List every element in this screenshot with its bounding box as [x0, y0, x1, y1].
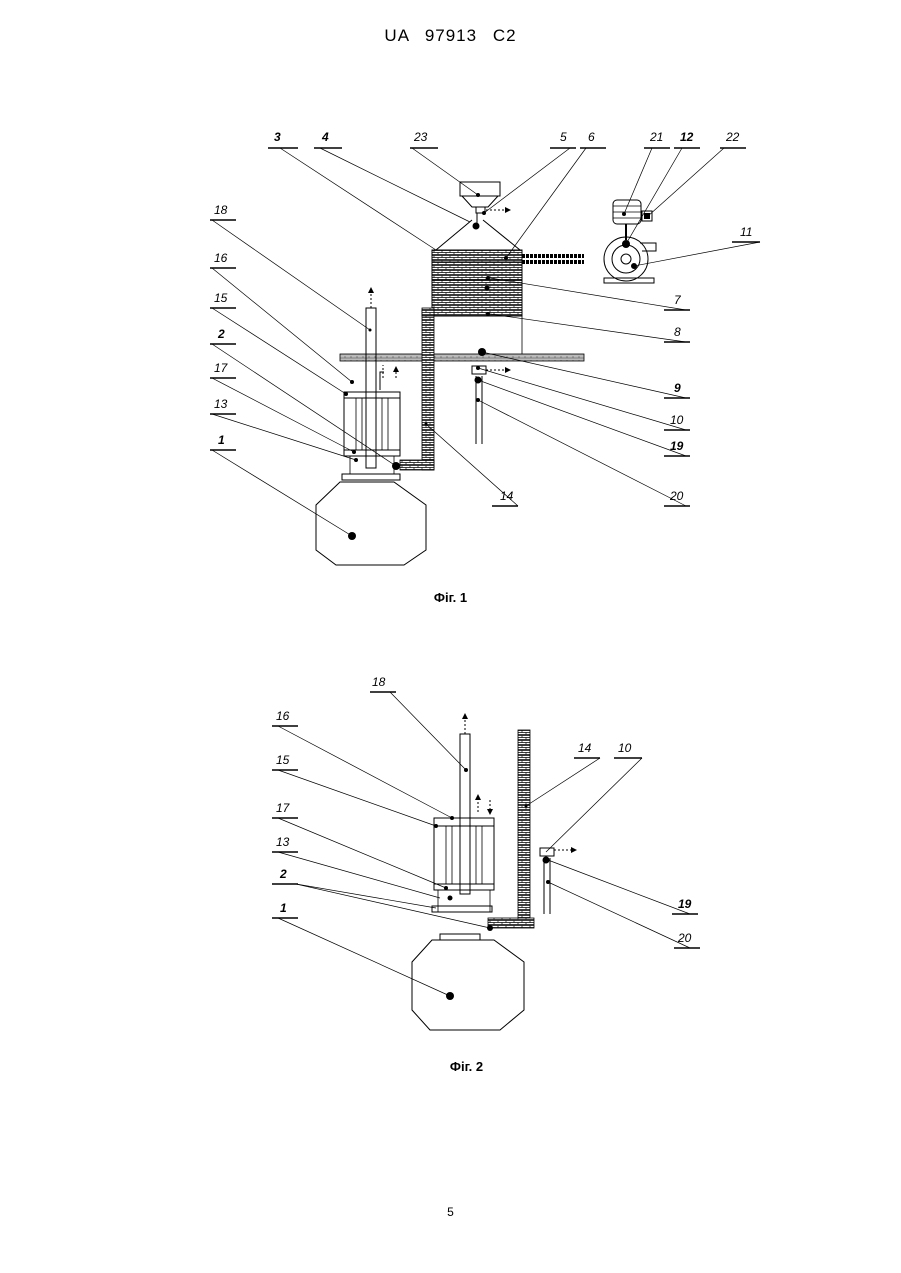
hopper-23 [460, 182, 510, 213]
fig2-label-20: 20 [677, 931, 692, 945]
figure-2-caption: Фіг. 2 [0, 1059, 901, 1074]
fig1-label-23: 23 [413, 130, 428, 144]
fig1-label-16: 16 [214, 251, 228, 265]
figure-1-caption: Фіг. 1 [0, 590, 901, 605]
fig1-label-8: 8 [674, 325, 681, 339]
fig2-label-17: 17 [276, 801, 291, 815]
vessel-1 [316, 482, 426, 565]
fig1-label-2: 2 [217, 327, 225, 341]
fig2-label-1: 1 [280, 901, 287, 915]
fig1-label-15: 15 [214, 291, 228, 305]
fig2-label-19: 19 [678, 897, 692, 911]
slab [340, 354, 584, 361]
fig1-label-13: 13 [214, 397, 228, 411]
fig1-label-20: 20 [669, 489, 684, 503]
vent-pipe-18 [366, 288, 396, 468]
fig1-label-3: 3 [274, 130, 281, 144]
marker-dots [344, 193, 650, 540]
fig1-label-17: 17 [214, 361, 229, 375]
fig2-label-15: 15 [276, 753, 290, 767]
fig2-label-18: 18 [372, 675, 386, 689]
fig1-label-6: 6 [588, 130, 595, 144]
fig2-label-16: 16 [276, 709, 290, 723]
fig2-label-14: 14 [578, 741, 592, 755]
fig1-label-7: 7 [674, 293, 682, 307]
figure-2: 18 16 15 17 13 2 1 14 10 19 20 [272, 675, 700, 1030]
fig2-label-13: 13 [276, 835, 290, 849]
fig1-label-21: 21 [649, 130, 663, 144]
fig1-label-11: 11 [740, 225, 752, 239]
pump-assembly [604, 200, 656, 283]
fig1-label-9: 9 [674, 381, 681, 395]
brick-furnace [432, 250, 584, 356]
feed-cone-5 [436, 213, 520, 250]
figure-1: 3 4 23 5 6 21 12 22 11 7 8 9 10 19 20 14… [210, 130, 760, 565]
fig1-label-5: 5 [560, 130, 567, 144]
fig1-label-10: 10 [670, 413, 684, 427]
fig1-label-22: 22 [725, 130, 740, 144]
fig1-label-14: 14 [500, 489, 514, 503]
fig1-label-19: 19 [670, 439, 684, 453]
fig1-label-1: 1 [218, 433, 225, 447]
fig2-label-2: 2 [279, 867, 287, 881]
fig1-label-18: 18 [214, 203, 228, 217]
fig1-label-12: 12 [680, 130, 694, 144]
fig2-label-10: 10 [618, 741, 632, 755]
page-number: 5 [0, 1205, 901, 1219]
chimney-14 [400, 308, 434, 470]
fig1-label-4: 4 [321, 130, 329, 144]
